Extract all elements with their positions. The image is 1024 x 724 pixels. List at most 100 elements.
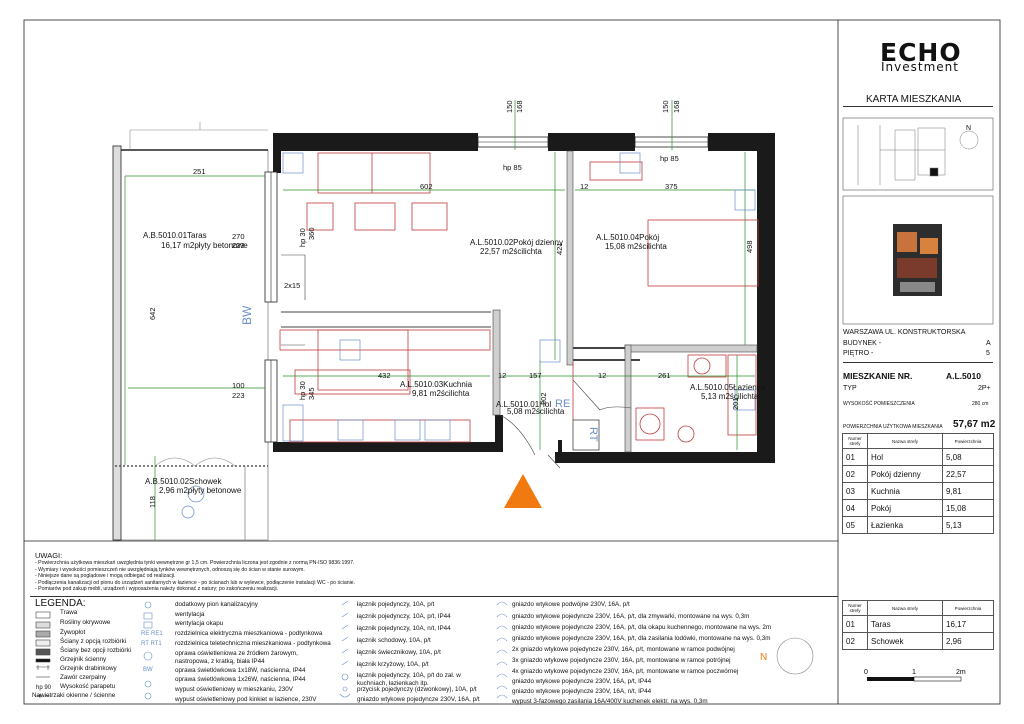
floor-label: PIĘTRO -: [843, 350, 874, 357]
legend-item: oprawa świetlówkowa 1x18W, naścienna, IP…: [175, 667, 306, 674]
scale-0: 0: [864, 669, 868, 676]
svg-text:223: 223: [232, 241, 245, 250]
svg-text:270: 270: [232, 232, 245, 241]
svg-text:498: 498: [745, 240, 754, 253]
label-taras-2: 16,17 m2płyty betonowe: [161, 241, 248, 250]
building-thumbnail: [893, 224, 942, 296]
legend-item: Zawór czerpalny: [60, 674, 107, 681]
svg-text:hp 30: hp 30: [298, 381, 307, 400]
legend-bw-symbol: BW: [143, 667, 153, 673]
scale-bar: [867, 676, 962, 682]
label-schowek-2: 2,96 m2płyty betonowe: [159, 486, 242, 495]
building-label: BUDYNEK -: [843, 340, 882, 347]
legend-item: Ściany bez opcji rozbiórki: [60, 647, 132, 654]
label-kuchnia-2: 9,81 m2ścilichta: [412, 389, 470, 398]
legend-item: łącznik pojedynczy, 10A, n/t, IP44: [357, 625, 451, 632]
svg-text:2x15: 2x15: [284, 281, 300, 290]
legend-item: Wysokość parapetu: [60, 683, 116, 690]
legend-item: łącznik krzyżowy, 10A, p/t: [357, 661, 429, 668]
entrance-arrow: [504, 474, 542, 508]
legend-item: Ściany z opcją rozbiórki: [60, 638, 127, 645]
label-pokoj-1: A.L.5010.04Pokój: [596, 233, 659, 242]
terrace-area: [112, 122, 269, 541]
legend-item: Grzejnik ścienny: [60, 656, 107, 663]
area-label: POWIERZCHNIA UŻYTKOWA MIESZKANIA: [843, 424, 943, 430]
legend-title: LEGENDA:: [35, 598, 86, 609]
svg-text:hp 85: hp 85: [660, 154, 679, 163]
note-line: - Niniejsze dane są poglądowe i mogą odb…: [35, 573, 176, 580]
legend-item: Grzejnik drabinkowy: [60, 665, 117, 672]
legend-item: gniazdo wtykowe pojedyncze 230V, 16A, p/…: [357, 696, 480, 703]
legend-item: gniazdo wtykowe pojedyncze 230V, 16A, p/…: [512, 635, 771, 642]
legend-item: gniazdo wtykowe podwójne 230V, 16A, p/t: [512, 601, 630, 608]
legend-item: łącznik pojedynczy, 10A, p/t, IP44: [357, 613, 451, 620]
svg-text:375: 375: [665, 182, 678, 191]
type-label: TYP: [843, 385, 857, 392]
brand-logo: ECHO: [880, 38, 962, 67]
svg-text:150: 150: [505, 100, 514, 113]
legend-item: łącznik pojedynczy, 10A, p/t do zał. w k…: [357, 672, 461, 687]
notes: UWAGI: - Powierzchnia użytkowa mieszkań …: [35, 551, 595, 593]
electrical-symbols: [181, 152, 756, 519]
legend-hp-symbol: hp 90: [36, 685, 52, 691]
svg-text:12: 12: [580, 182, 588, 191]
label-pokoj-2: 15,08 m2ścilichta: [605, 242, 667, 251]
legend-symbol-column: [143, 600, 508, 700]
legend-item: rozdzielnica elektryczna mieszkaniowa - …: [175, 630, 323, 637]
site-north-label: N: [966, 125, 971, 132]
scale-1: 1: [912, 669, 916, 676]
svg-text:RE: RE: [555, 398, 570, 410]
note-line: - Powierzchnia użytkowa mieszkań uwzględ…: [35, 560, 355, 566]
svg-text:602: 602: [420, 182, 433, 191]
label-kuchnia-1: A.L.5010.03Kuchnia: [400, 380, 473, 389]
svg-text:432: 432: [378, 371, 391, 380]
type-value: 2P+: [978, 385, 991, 392]
interior-walls: [281, 150, 758, 453]
legend-item: rozdzielnica teletechniczna mieszkaniowa…: [175, 640, 331, 647]
label-hol-2: 5,08 m2ścilichta: [507, 407, 565, 416]
svg-text:642: 642: [148, 307, 157, 320]
furniture: [279, 152, 759, 451]
legend-item: gniazdo wtykowe pojedyncze 230V, 16A, p/…: [512, 624, 772, 631]
height-value: 280 cm: [972, 401, 989, 407]
dimensions: 251 270 223 100 223 602 375 12 157 261 4…: [148, 100, 754, 508]
legend-item: łącznik świecznikowy, 10A, p/t: [357, 649, 441, 656]
svg-text:12: 12: [498, 371, 506, 380]
compass-north: N: [760, 652, 767, 663]
height-label: WYSOKOŚĆ POMIESZCZENIA: [843, 401, 915, 407]
svg-text:223: 223: [232, 391, 245, 400]
legend-item: oprawa świetlówkowa 1x26W, naścienna, IP…: [175, 676, 306, 683]
svg-text:12: 12: [598, 371, 606, 380]
legend-item: wypust oświetleniowy pod kinkiet w łazie…: [175, 696, 317, 703]
label-dzienny-2: 22,57 m2ścilichta: [480, 247, 542, 256]
legend-item: wypust 3-fazowego zasilania 16A/400V kuc…: [512, 698, 708, 705]
address-line: WARSZAWA UL. KONSTRUKTORSKA: [843, 329, 966, 336]
note-line: - Pomiarów pod zakup mebli, urządzeń i w…: [35, 586, 279, 593]
legend-item: wentylacja: [175, 611, 205, 618]
legend-item: Żywopłot: [60, 629, 86, 636]
svg-text:150: 150: [661, 100, 670, 113]
svg-text:251: 251: [193, 167, 206, 176]
label-hol-1: A.L.5010.01Hol: [496, 400, 551, 409]
legend-item: oprawa oświetleniowa ze źródłem żarowym,…: [175, 650, 298, 665]
doors: [281, 254, 632, 469]
legend-item: przycisk pojedynczy (dzwonkowy), 10A, p/…: [357, 686, 477, 693]
svg-text:100: 100: [232, 381, 245, 390]
legend-item: 2x gniazdo wtykowe pojedyncze 230V, 16A,…: [512, 646, 735, 653]
legend-rt-symbol: RT RT1: [141, 641, 162, 647]
legend-item: dodatkowy pion kanalizacyjny: [175, 601, 258, 608]
legend-item: gniazdo wtykowe pojedyncze 230V, 16A, p/…: [512, 678, 652, 685]
compass-icon: [776, 637, 814, 675]
svg-text:BW: BW: [240, 305, 254, 325]
notes-title: UWAGI:: [35, 551, 63, 560]
label-taras-1: A.B.5010.01Taras: [143, 231, 207, 240]
zone-outlines: [124, 100, 755, 540]
